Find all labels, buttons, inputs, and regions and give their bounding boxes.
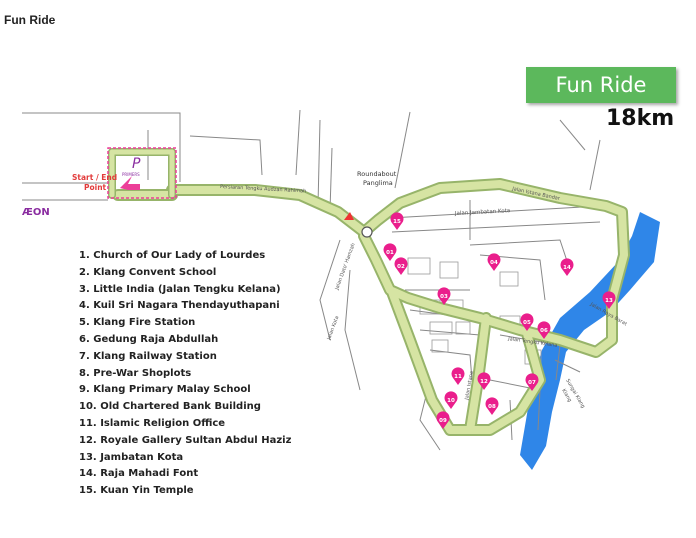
- marker-label: 01: [386, 250, 394, 256]
- legend-item: 1. Church of Our Lady of Lourdes: [79, 250, 266, 261]
- landmark-markers: 01 02 03 04 05 06 07 08 09 10 11 12 13 14 15: [383, 212, 616, 429]
- marker-pin-icon: [520, 313, 534, 331]
- marker-label: 07: [528, 380, 536, 386]
- marker-pin-icon: [560, 258, 574, 276]
- river: [520, 212, 660, 470]
- legend-item: 4. Kuil Sri Nagara Thendayuthapani: [79, 300, 280, 312]
- marker-pin-icon: [394, 257, 408, 275]
- road-label: Jalan Istana: [464, 371, 475, 402]
- legend-item: 13. Jambatan Kota: [79, 451, 184, 463]
- landmark-marker-03: 03: [437, 287, 451, 305]
- road-label: Jalan Kota: [326, 315, 340, 341]
- marker-pin-icon: [477, 372, 491, 390]
- marker-label: 11: [454, 374, 462, 380]
- landmark-marker-07: 07: [525, 373, 539, 391]
- landmark-marker-04: 04: [487, 253, 501, 271]
- hotel-logo: PRIMERS: [122, 172, 140, 177]
- landmark-marker-05: 05: [520, 313, 534, 331]
- marker-label: 08: [488, 404, 496, 410]
- fun-ride-badge: Fun Ride: [526, 67, 676, 103]
- legend-item: 14. Raja Mahadi Font: [79, 468, 199, 480]
- legend-item: 10. Old Chartered Bank Building: [79, 401, 261, 413]
- legend-item: 2. Klang Convent School: [79, 266, 217, 278]
- landmark-marker-01: 01: [383, 243, 397, 261]
- marker-pin-icon: [436, 411, 450, 429]
- marker-pin-icon: [444, 391, 458, 409]
- roundabout-circle: [361, 226, 373, 238]
- direction-arrow: [344, 212, 354, 220]
- legend-item: 3. Little India (Jalan Tengku Kelana): [79, 283, 281, 295]
- road-label: Persiaran Tengku Audzan Rahimah: [220, 184, 307, 195]
- landmark-marker-15: 15: [390, 212, 404, 230]
- marker-label: 02: [397, 264, 405, 270]
- landmark-marker-10: 10: [444, 391, 458, 409]
- landmark-marker-09: 09: [436, 411, 450, 429]
- page-title: Fun Ride: [4, 13, 56, 27]
- road-label: Jalan Jambatan Kota: [454, 208, 511, 217]
- route-distance: 18km: [606, 106, 675, 131]
- marker-pin-icon: [525, 373, 539, 391]
- marker-pin-icon: [485, 397, 499, 415]
- legend-item: 5. Klang Fire Station: [79, 317, 196, 329]
- marker-label: 13: [605, 298, 613, 304]
- marker-pin-icon: [437, 287, 451, 305]
- legend-item: 15. Kuan Yin Temple: [79, 485, 194, 497]
- marker-pin-icon: [602, 291, 616, 309]
- legend-item: 7. Klang Railway Station: [79, 350, 217, 362]
- street-grid: [22, 109, 601, 451]
- marker-pin-icon: [537, 321, 551, 339]
- landmark-marker-14: 14: [560, 258, 574, 276]
- roundabout-line2: Panglima: [363, 179, 393, 187]
- marker-label: 15: [393, 219, 401, 225]
- landmark-marker-12: 12: [477, 372, 491, 390]
- marker-label: 10: [447, 398, 455, 404]
- marker-label: 04: [490, 260, 498, 266]
- marker-pin-icon: [383, 243, 397, 261]
- start-arrow: [120, 176, 140, 190]
- marker-label: 06: [540, 328, 548, 334]
- landmark-marker-08: 08: [485, 397, 499, 415]
- marker-label: 14: [563, 265, 571, 271]
- marker-label: 05: [523, 320, 531, 326]
- marker-label: 03: [440, 294, 448, 300]
- landmark-marker-11: 11: [451, 367, 465, 385]
- marker-pin-icon: [390, 212, 404, 230]
- roundabout-line1: Roundabout: [357, 170, 397, 178]
- landmark-legend: 1. Church of Our Lady of Lourdes 2. Klan…: [79, 248, 291, 500]
- landmark-marker-02: 02: [394, 257, 408, 275]
- landmark-marker-06: 06: [537, 321, 551, 339]
- legend-item: 11. Islamic Religion Office: [79, 417, 226, 429]
- start-label-line2: Point: [84, 183, 107, 192]
- hotel-logo-mark: P: [132, 156, 141, 172]
- legend-item: 12. Royale Gallery Sultan Abdul Haziz: [79, 434, 292, 446]
- marker-pin-icon: [451, 367, 465, 385]
- aeon-logo: ÆON: [22, 207, 50, 218]
- landmark-marker-13: 13: [602, 291, 616, 309]
- start-label-line1: Start / End: [72, 173, 117, 182]
- legend-item: 8. Pre-War Shoplots: [79, 367, 192, 379]
- marker-label: 12: [480, 379, 488, 385]
- marker-pin-icon: [487, 253, 501, 271]
- legend-item: 9. Klang Primary Malay School: [79, 384, 251, 396]
- start-end-box: [107, 147, 177, 199]
- marker-label: 09: [439, 418, 447, 424]
- legend-item: 6. Gedung Raja Abdullah: [79, 333, 219, 345]
- road-label: Jalan Dato' Hamzah: [334, 242, 357, 291]
